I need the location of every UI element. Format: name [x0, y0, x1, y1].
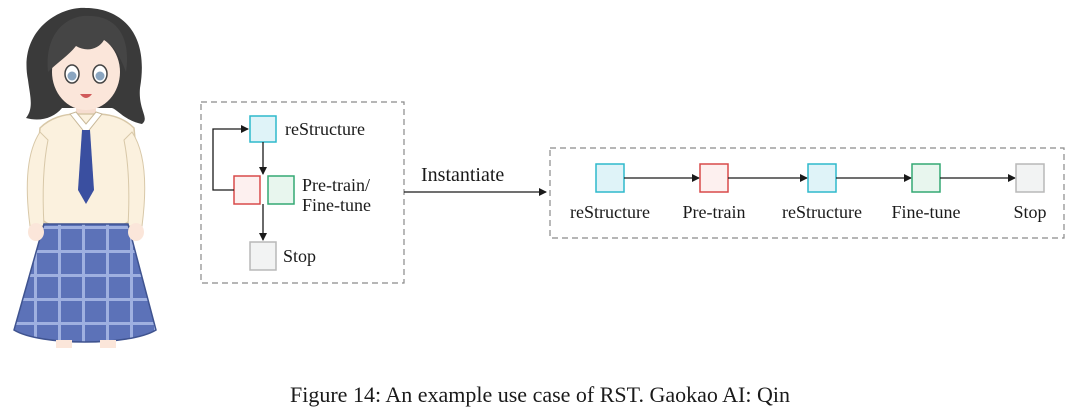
instantiate-label: Instantiate — [421, 164, 504, 186]
plaid-skirt — [13, 223, 157, 343]
template-finetune-node — [267, 175, 295, 205]
instance-step-5-label: Stop — [1013, 202, 1046, 222]
instance-step-5-stop-node — [1015, 163, 1045, 193]
hand-left — [28, 223, 44, 241]
leg-right — [100, 340, 116, 348]
template-restructure-label: reStructure — [285, 119, 365, 139]
instantiate-connector: Instantiate — [404, 164, 547, 196]
instance-step-3-restructure-node — [807, 163, 837, 193]
instance-step-4-finetune-node — [911, 163, 941, 193]
hand-right — [128, 223, 144, 241]
rst-instance-panel: reStructure Pre-train reStructure Fine-tune… — [549, 147, 1065, 239]
pupil-right — [95, 71, 105, 81]
mouth — [80, 94, 92, 98]
instance-step-2-label: Pre-train — [683, 202, 746, 222]
instance-step-1-restructure-node — [595, 163, 625, 193]
template-pretrain-finetune-label-line1: Pre-train/ — [302, 175, 370, 195]
instance-step-4-label: Fine-tune — [892, 202, 961, 222]
leg-left — [56, 340, 72, 348]
template-stop-node — [249, 241, 277, 271]
instance-step-2-pretrain-node — [699, 163, 729, 193]
template-pretrain-node — [233, 175, 261, 205]
figure-caption: Figure 14: An example use case of RST. G… — [290, 382, 790, 407]
instance-step-1-label: reStructure — [570, 202, 650, 222]
rst-template-panel: reStructure Pre-train/ Fine-tune Stop — [200, 101, 405, 284]
student-girl-illustration — [13, 7, 157, 348]
arrow-loop-back — [212, 125, 249, 191]
necktie — [78, 130, 94, 204]
instance-steps: reStructure Pre-train reStructure Fine-tune… — [570, 163, 1047, 222]
template-restructure-node — [249, 115, 277, 143]
pupil-left — [67, 71, 77, 81]
hair-bangs — [47, 15, 128, 72]
template-pretrain-finetune-label-line2: Fine-tune — [302, 195, 371, 215]
instance-dashed-border — [549, 147, 1065, 239]
instance-step-3-label: reStructure — [782, 202, 862, 222]
template-stop-label: Stop — [283, 246, 316, 266]
